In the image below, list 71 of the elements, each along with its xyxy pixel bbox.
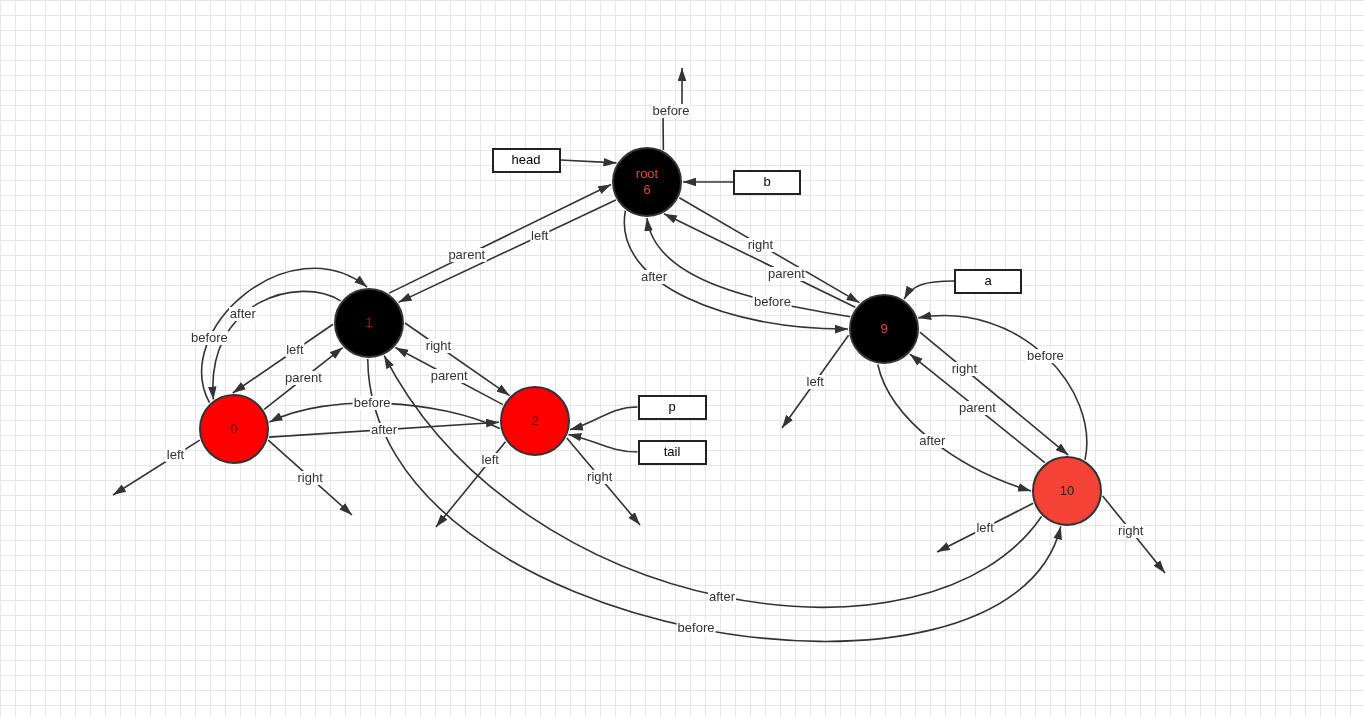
node-label: b	[763, 174, 771, 190]
pointer-box	[954, 268, 1022, 294]
arrow	[936, 502, 1034, 553]
arrow	[623, 209, 849, 333]
node-label: head	[511, 152, 541, 168]
node-label: 10	[1059, 483, 1075, 499]
edge-label: parent	[284, 371, 323, 386]
edge-label: parent	[429, 369, 469, 384]
edge-label: parent	[447, 248, 487, 263]
edge-label: right	[296, 470, 324, 485]
pointer-box	[637, 439, 707, 465]
edge-label: after	[370, 422, 399, 437]
edge-label: after	[707, 589, 736, 604]
edge-label: parent	[957, 401, 997, 416]
edge-label: right	[746, 237, 775, 252]
node-label: 9	[880, 321, 888, 337]
node-label: 0	[230, 421, 238, 437]
node-label: root	[635, 166, 659, 182]
arrow	[876, 363, 1032, 492]
arrow	[231, 323, 334, 394]
tree-node-circle	[500, 386, 570, 456]
arrow	[567, 433, 639, 453]
edge-label: left	[975, 520, 995, 535]
edge-label: left	[530, 228, 550, 243]
edge-label: after	[918, 433, 947, 448]
edge-label: right	[586, 470, 614, 485]
arrow	[268, 418, 500, 438]
edge-label: after	[639, 270, 668, 285]
node-label: tail	[663, 444, 681, 460]
node-label: 2	[531, 413, 539, 429]
arrow	[388, 183, 612, 294]
node-label: 1	[365, 315, 373, 331]
tree-node-circle	[612, 147, 682, 217]
tree-node-circle	[1032, 456, 1102, 526]
arrow	[366, 358, 1062, 642]
edge-label: before	[189, 331, 229, 346]
edge-label: before	[1025, 348, 1065, 363]
arrow	[919, 331, 1070, 456]
arrow	[909, 353, 1046, 464]
tree-node-circle	[334, 288, 404, 358]
arrow	[781, 334, 850, 429]
arrow	[569, 406, 639, 431]
node-label: p	[668, 399, 676, 415]
edge-label: before	[352, 396, 392, 410]
arrow	[682, 177, 734, 187]
arrow	[435, 440, 507, 528]
edge-label: parent	[766, 266, 806, 281]
arrow	[559, 157, 618, 167]
edge-label: left	[165, 448, 186, 463]
node-label: a	[984, 273, 992, 289]
arrow	[383, 354, 1043, 607]
edge-label: before	[676, 621, 716, 636]
edge-label: left	[805, 374, 825, 389]
edge-label: right	[950, 362, 978, 376]
pointer-box	[637, 394, 707, 420]
arrow	[903, 280, 955, 300]
arrow	[397, 199, 617, 304]
tree-node-circle	[199, 394, 269, 464]
edge-label: after	[228, 307, 257, 322]
edge-label: left	[480, 453, 500, 468]
edge-label: left	[285, 343, 305, 358]
edge-label: right	[424, 339, 453, 354]
arrow	[201, 267, 368, 404]
arrow	[917, 312, 1088, 461]
pointer-box	[733, 169, 801, 195]
pointer-box	[491, 147, 561, 173]
node-label: 6	[643, 182, 651, 198]
edge-label: before	[651, 104, 691, 118]
tree-node-circle	[849, 294, 919, 364]
edge-label: before	[753, 295, 792, 309]
edge-label: right	[1117, 523, 1145, 538]
